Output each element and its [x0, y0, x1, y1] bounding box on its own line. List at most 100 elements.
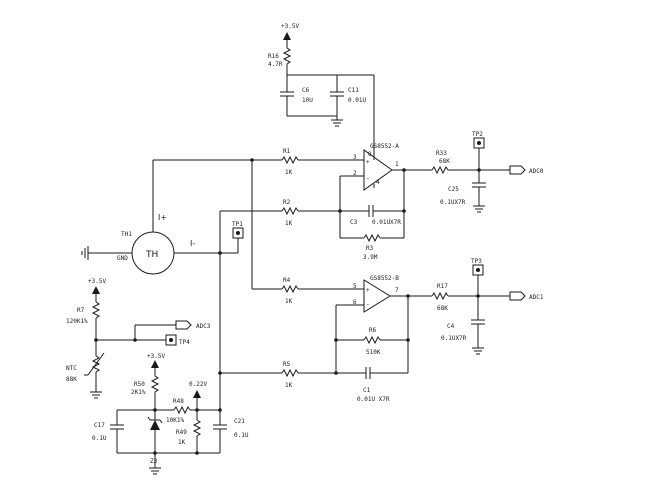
r1-ref: R1	[283, 148, 291, 155]
svg-text:+: +	[366, 159, 370, 166]
opamp-a-pin4: 4	[376, 179, 380, 186]
ntc-value: 88K	[66, 376, 77, 383]
r5-value: 1K	[285, 382, 293, 389]
ntc-ref: NTC	[66, 365, 77, 372]
th-gnd-label: GND	[117, 255, 128, 262]
r4-value: 1K	[285, 298, 293, 305]
c25-capacitor	[472, 170, 486, 206]
c1-capacitor	[365, 367, 371, 379]
c6-ref: C6	[302, 87, 310, 94]
c17-capacitor	[110, 410, 124, 453]
c21-ref: C21	[234, 418, 245, 425]
opamp-b-pin7: 7	[395, 287, 399, 294]
ground-symbol-th	[81, 246, 89, 260]
r33-ref: R33	[436, 150, 447, 157]
th-iplus-label: I+	[158, 213, 167, 222]
adc0-port	[509, 165, 526, 175]
r17-value: 68K	[437, 305, 448, 312]
svg-text:-: -	[366, 301, 370, 308]
ground-symbol-c4	[472, 347, 484, 355]
r49-value: 1K	[178, 439, 186, 446]
c11-value: 0.01U	[348, 97, 366, 104]
r49-resistor	[192, 419, 202, 437]
ntc-thermistor	[84, 352, 105, 392]
r3-resistor	[363, 233, 381, 243]
th-iminus-label: I-	[190, 239, 195, 248]
r2-ref: R2	[283, 199, 291, 206]
adc3-label: ADC3	[196, 323, 211, 330]
r1-resistor	[281, 155, 299, 165]
tp2-testpoint	[473, 137, 485, 170]
c4-ref: C4	[447, 323, 455, 330]
c1-ref: C1	[363, 387, 371, 394]
opamp-a: + -	[363, 149, 393, 191]
tp4-testpoint	[165, 334, 177, 346]
left-supply-label: +3.5V	[88, 278, 106, 285]
tp2-label: TP2	[472, 131, 483, 138]
r49-ref: R49	[176, 429, 187, 436]
opamp-b-ref: GS8552-B	[370, 275, 399, 282]
r4-resistor	[281, 284, 299, 294]
c17-value: 0.1U	[92, 435, 107, 442]
r16-resistor	[282, 47, 292, 65]
c11-capacitor	[330, 75, 344, 116]
r48-ref: R48	[173, 398, 184, 405]
r48-value: 10K1%	[166, 417, 184, 424]
ref-voltage-arrow	[193, 390, 201, 410]
tp3-testpoint	[472, 264, 484, 296]
tp4-label: TP4	[179, 339, 190, 346]
r7-resistor	[91, 301, 101, 319]
r2-resistor	[281, 206, 299, 216]
opamp-b: + -	[363, 279, 391, 313]
r6-value: 510K	[366, 349, 381, 356]
svg-text:+: +	[366, 287, 370, 294]
r17-resistor	[431, 291, 449, 301]
ref-voltage-label: 0.22V	[189, 381, 207, 388]
tp1-testpoint	[220, 227, 244, 254]
opamp-b-pin6: 6	[353, 299, 357, 306]
r50-value: 2K1%	[131, 389, 146, 396]
r33-value: 68K	[439, 158, 450, 165]
r50-resistor	[150, 375, 160, 393]
mid-supply-label: +3.5V	[147, 353, 165, 360]
c3-capacitor	[368, 205, 374, 217]
ground-symbol-ntc	[90, 391, 102, 399]
th-sensor	[88, 220, 220, 275]
ground-symbol-c25	[473, 205, 485, 213]
r4-ref: R4	[283, 277, 291, 284]
adc1-label: ADC1	[529, 294, 544, 301]
r3-value: 3.9M	[363, 254, 378, 261]
c3-ref: C3	[350, 219, 358, 226]
adc3-port	[175, 320, 192, 330]
opamp-a-pin2: 2	[353, 170, 357, 177]
opamp-a-pin3: 3	[353, 154, 357, 161]
mid-supply-arrow	[151, 360, 159, 376]
opamp-b-pin5: 5	[353, 283, 357, 290]
c11-ref: C11	[348, 87, 359, 94]
c25-value: 0.1UX7R	[440, 199, 466, 206]
c21-value: 0.1U	[234, 432, 249, 439]
r5-resistor	[281, 368, 299, 378]
c21-capacitor	[213, 410, 227, 453]
c1-value: 0.01U X7R	[357, 396, 390, 403]
r1-value: 1K	[285, 169, 293, 176]
opamp-a-pin1: 1	[395, 161, 399, 168]
ground-symbol-bottom	[149, 467, 161, 475]
c4-value: 0.1UX7R	[441, 335, 467, 342]
z3-zener	[147, 410, 163, 453]
r3-ref: R3	[366, 245, 374, 252]
c25-ref: C25	[448, 186, 459, 193]
svg-text:-: -	[366, 175, 370, 182]
r7-value: 120K1%	[66, 318, 88, 325]
tp1-label: TP1	[232, 221, 243, 228]
r16-ref: R16	[268, 53, 279, 60]
left-supply-arrow	[92, 286, 100, 302]
c4-capacitor	[471, 296, 485, 348]
c3-value: 0.01UX7R	[372, 219, 401, 226]
th-body-label: TH	[145, 250, 158, 260]
r2-value: 1K	[285, 220, 293, 227]
tp3-label: TP3	[471, 258, 482, 265]
r16-value: 4.7R	[268, 61, 283, 68]
opamp-a-pin8: 8	[368, 151, 372, 158]
